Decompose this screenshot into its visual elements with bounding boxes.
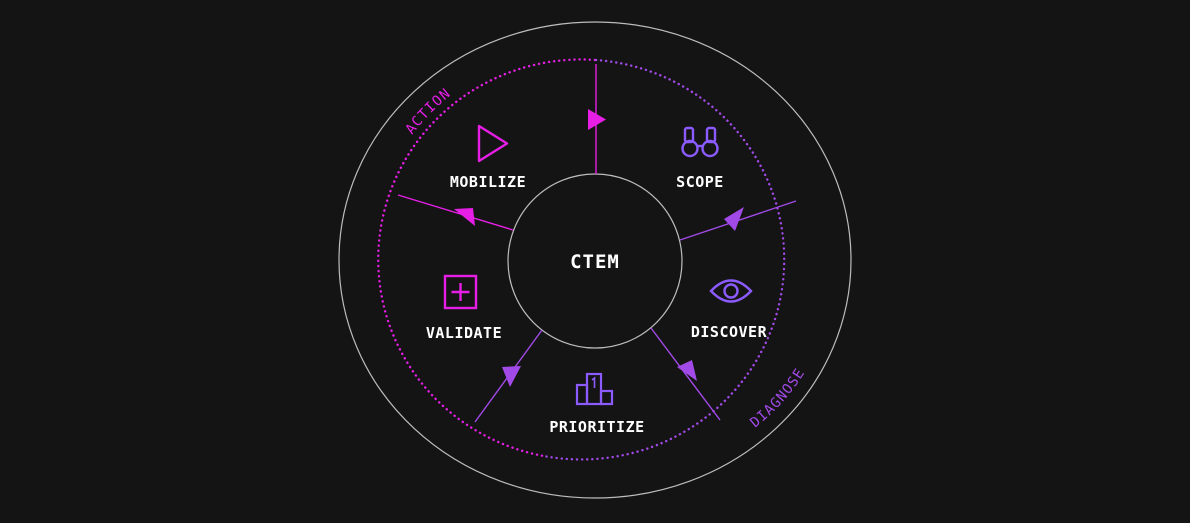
stage-prioritize: PRIORITIZE [549, 372, 644, 436]
center-label: CTEM [570, 251, 620, 273]
eye-icon [709, 279, 753, 303]
center-circle [507, 173, 683, 349]
divider-spoke-left [397, 194, 514, 231]
stage-label-prioritize: PRIORITIZE [549, 418, 644, 436]
stage-label-mobilize: MOBILIZE [450, 173, 526, 191]
action-phase-arc [377, 58, 598, 457]
diagnose-phase-label: DIAGNOSE [747, 365, 808, 431]
arrow-right [724, 207, 744, 231]
play-icon [477, 124, 509, 163]
stage-label-validate: VALIDATE [426, 324, 502, 342]
arrow-bottom-right [677, 360, 697, 381]
stage-validate: VALIDATE [426, 274, 502, 342]
binoculars-icon [681, 126, 719, 158]
podium-icon [575, 372, 614, 406]
stage-scope: SCOPE [676, 126, 724, 191]
plus-square-icon [443, 274, 478, 310]
arrow-top [588, 109, 606, 130]
outer-ring [338, 21, 852, 499]
stage-mobilize: MOBILIZE [450, 124, 526, 191]
stage-label-scope: SCOPE [676, 173, 724, 191]
divider-spoke-bottom-right [650, 327, 721, 421]
arrow-bottom-left [502, 366, 521, 387]
arrow-left [454, 208, 475, 226]
stage-discover: DISCOVER [691, 279, 768, 341]
action-phase-label: ACTION [403, 85, 455, 137]
diagnose-phase-arc [540, 58, 786, 461]
stage-label-discover: DISCOVER [691, 323, 768, 341]
